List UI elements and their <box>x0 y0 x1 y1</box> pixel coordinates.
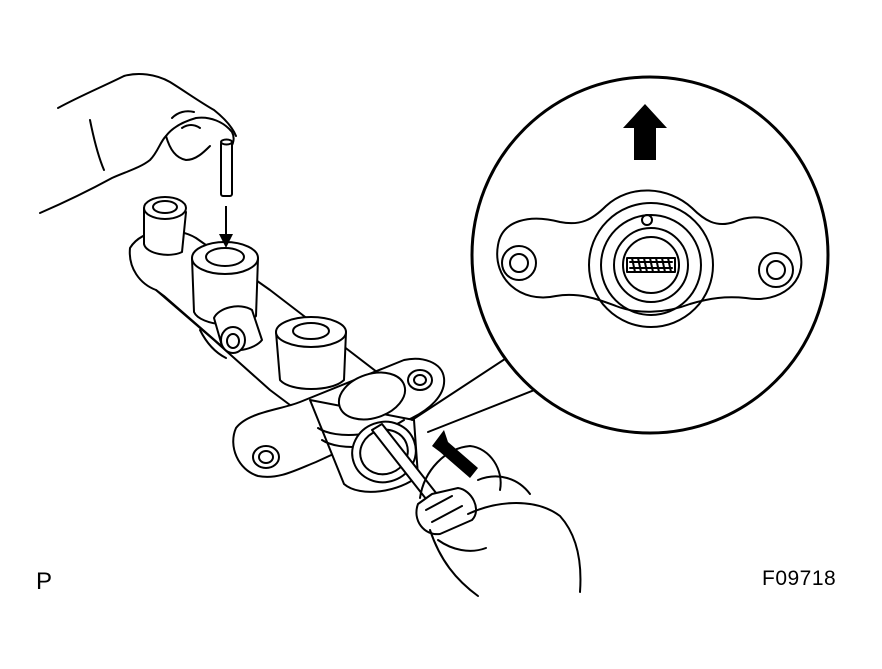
removal-arrow <box>623 104 667 160</box>
up-arrow-icon <box>623 104 667 160</box>
detail-callout <box>472 77 828 433</box>
push-arrow <box>432 430 478 478</box>
pin <box>221 140 232 197</box>
view-code-label: P <box>36 568 53 595</box>
insert-arrow <box>219 206 233 248</box>
diagonal-arrow-icon <box>432 430 478 478</box>
lower-hand <box>420 446 580 596</box>
down-arrow-icon <box>219 206 233 248</box>
upper-hand <box>40 74 236 213</box>
master-cylinder-body <box>130 197 390 426</box>
figure-code-label: F09718 <box>762 567 837 590</box>
